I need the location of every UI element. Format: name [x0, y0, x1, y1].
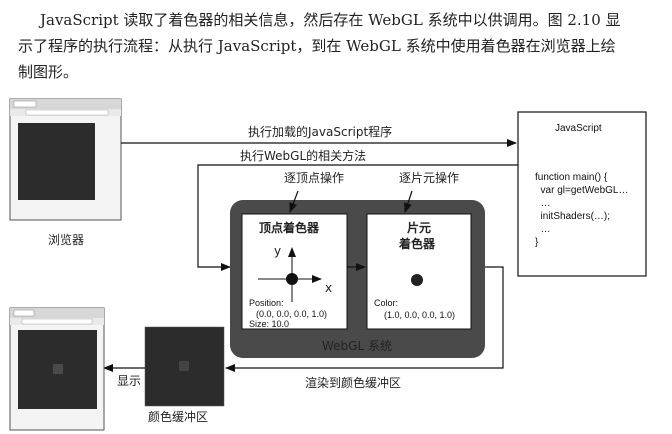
paragraph-line-2: 示了程序的执行流程：从执行 JavaScript，到在 WebGL 系统中使用着…	[18, 37, 616, 55]
paragraph-line-1: JavaScript 读取了着色器的相关信息，然后存在 WebGL 系统中以供调…	[38, 11, 621, 29]
fragment-point	[411, 274, 423, 286]
color-buffer	[144, 326, 225, 407]
color-buffer-point	[179, 361, 189, 371]
result-browser-window	[9, 307, 105, 431]
browser-canvas	[18, 123, 95, 200]
fragment-shader-box: 片元 着色器 Color: (1.0, 0.0, 0.0, 1.0)	[366, 213, 472, 330]
arrow-label-render-to-buffer: 渲染到颜色缓冲区	[305, 375, 401, 390]
code-line: }	[535, 237, 539, 248]
position-label: Position:	[249, 298, 284, 308]
arrow-label-exec-webgl: 执行WebGL的相关方法	[240, 148, 366, 163]
per-vertex-label: 逐顶点操作	[284, 170, 344, 185]
webgl-system-label: WebGL 系统	[322, 339, 392, 353]
vertex-shader-title: 顶点着色器	[259, 220, 320, 235]
axis-y-label: y	[274, 244, 281, 258]
code-line: function main() {	[535, 172, 608, 183]
arrow-label-display: 显示	[117, 374, 141, 388]
arrow-render-to-buffer	[225, 266, 504, 372]
javascript-title: JavaScript	[555, 123, 602, 134]
arrow-per-vertex	[289, 190, 299, 213]
result-point	[53, 364, 63, 374]
paragraph-line-3: 制图形。	[18, 63, 78, 81]
color-value: (1.0, 0.0, 0.0, 1.0)	[384, 310, 455, 320]
code-line: …	[535, 198, 551, 209]
size-text: Size: 10.0	[249, 319, 289, 329]
code-line: var gl=getWebGL…	[535, 185, 628, 196]
arrow-exec-webgl	[197, 164, 518, 271]
position-value: (0.0, 0.0, 0.0, 1.0)	[256, 309, 327, 319]
arrow-label-load-js: 执行加载的JavaScript程序	[248, 124, 392, 139]
color-buffer-label: 颜色缓冲区	[148, 409, 208, 424]
code-line: initShaders(…);	[535, 211, 610, 222]
browser-window	[9, 98, 122, 221]
arrow-per-fragment	[404, 190, 413, 213]
axis-x-label: x	[325, 281, 332, 295]
javascript-box: JavaScript function main() { var gl=getW…	[517, 111, 647, 277]
code-line: …	[535, 224, 551, 235]
fragment-shader-title-line1: 片元	[407, 220, 431, 235]
per-fragment-label: 逐片元操作	[399, 170, 459, 185]
vertex-shader-box: 顶点着色器 y x Position: (0.0, 0.0, 0.0, 1.0)…	[241, 213, 348, 330]
fragment-shader-title-line2: 着色器	[398, 236, 436, 251]
color-label: Color:	[374, 298, 398, 308]
vertex-point	[286, 273, 298, 285]
browser-label: 浏览器	[48, 232, 84, 247]
